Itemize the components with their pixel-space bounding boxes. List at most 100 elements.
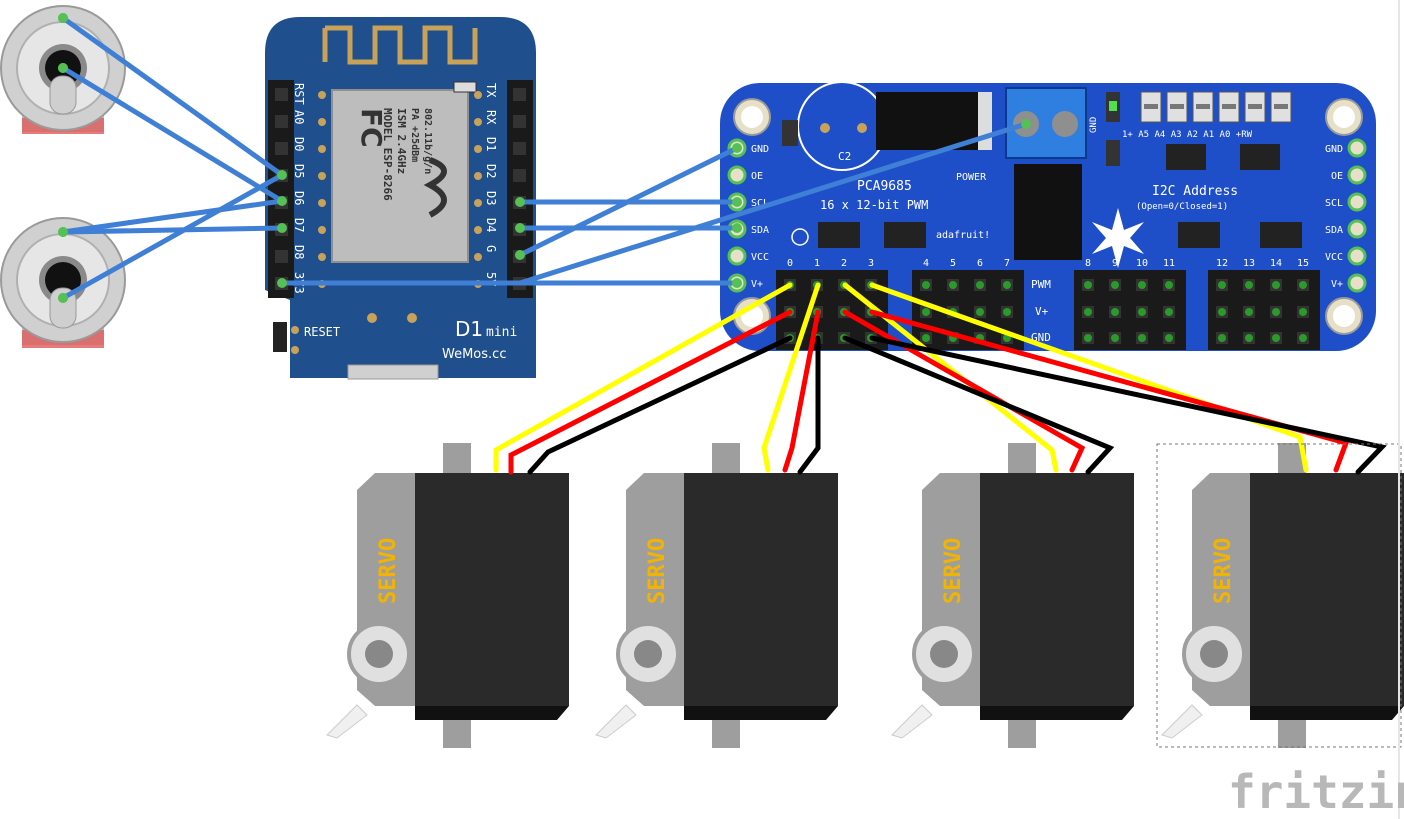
wemos-left-pin-label: D6 [292,191,306,205]
pca-channel-label: 14 [1270,258,1282,269]
wemos-pin-d8 [275,250,288,263]
adafruit-flower-icon [1092,208,1144,268]
header-pin-dot [922,281,930,289]
servo3-signal-wire [842,282,1059,473]
wemos-pin-tx [513,88,526,101]
pca-channel-label: 5 [950,258,956,269]
address-jumper-gap [1222,104,1236,109]
wire-pot1-wiper-d5 [60,15,285,178]
header-pin-dot [1245,308,1253,316]
header-pin-dot [1272,308,1280,316]
servo1-signal-wire [493,282,793,473]
wemos-pad [474,253,482,261]
pca-right-pin-label: SCL [1325,198,1343,209]
header-pin-dot [1272,334,1280,342]
wemos-pad [318,145,326,153]
servo-label: SERVO [376,538,401,604]
pca-channel-label: 0 [787,258,793,269]
wemos-fc-mark: FC [355,108,388,148]
header-pin-dot [1299,281,1307,289]
header-pin-dot [1138,308,1146,316]
pca-row-pwm: PWM [1031,278,1051,291]
servo-body [684,473,838,706]
pca-right-pin-label: OE [1331,171,1343,182]
pca-left-pin-label: V+ [751,279,763,290]
wemos-pad [474,172,482,180]
servo-motor-1: SERVO [326,443,569,748]
wire-endpoint [1021,119,1031,129]
servo-motor-2: SERVO [595,443,838,748]
pca-chip-name: PCA9685 [857,179,912,194]
header-pin-dot [1299,334,1307,342]
pca-left-pin-label: OE [751,171,763,182]
header-pin-dot [976,308,984,316]
servo3-ground-wire [842,335,1115,475]
wemos-pin-d0 [275,142,288,155]
wemos-pin-d2 [513,169,526,182]
pca-channel-label: 2 [841,258,847,269]
pca-channel-label: 13 [1243,258,1255,269]
header-pin-dot [1218,334,1226,342]
wire-endpoint [277,223,287,233]
header-pin-dot [976,281,984,289]
wemos-right-pin-label: TX [484,83,498,98]
servo-top-tab [443,443,471,473]
header-pin-dot [1299,308,1307,316]
fritzing-watermark: fritzing [1228,765,1404,819]
wemos-right-pin-label: RX [484,110,498,125]
wemos-right-pin-label: D2 [484,164,498,178]
wemos-left-pin-label: D8 [292,245,306,259]
header-pin-dot [1084,281,1092,289]
wire-endpoint [58,293,68,303]
servo-arm [1161,704,1203,739]
wemos-left-pin-label: D5 [292,164,306,178]
servo-horn-hole [634,640,662,668]
pca-right-pad-sda [1347,219,1367,239]
potentiometer-bottom [0,217,126,348]
pca-address-jumper-labels: 1+ A5 A4 A3 A2 A1 A0 +RW [1122,130,1253,140]
wiring [58,13,1387,475]
header-pin-dot [922,334,930,342]
address-jumper-gap [1248,104,1262,109]
pca-right-pad-vcc [1347,246,1367,266]
servo-horn-hole [1200,640,1228,668]
servo-motor-4: SERVO [1161,443,1404,748]
wemos-module-line-3: PA +25dBm [409,108,420,162]
header-pin-dot [1245,334,1253,342]
servo2-power-wire [782,309,821,473]
servo-body-shadow [1250,706,1404,720]
servo4-signal-wire [869,282,1309,473]
wire-g-gnd [517,145,740,258]
wire-endpoint [732,197,742,207]
pca-address-subtitle: (Open=0/Closed=1) [1136,202,1228,212]
servo-body-shadow [980,706,1134,720]
wemos-module-line-4: 802.11b/g/n [422,108,433,174]
pca-power-label: POWER [956,172,987,183]
servo-label: SERVO [1211,538,1236,604]
pca-channel-label: 10 [1136,258,1148,269]
servo-arm [326,704,368,739]
antenna-trace [322,25,478,65]
wemos-pin-rx [513,115,526,128]
pca-left-pin-label: SCL [751,198,769,209]
wire-5v-terminal [517,121,1029,286]
wemos-left-pin-label: D7 [292,218,306,232]
pca-channel-label: 6 [977,258,983,269]
servo-top-tab [712,443,740,473]
pca-right-pin-label: GND [1325,144,1343,155]
pca-channel-label: 4 [923,258,929,269]
header-pin-dot [1084,308,1092,316]
servo-label: SERVO [941,538,966,604]
wire-endpoint [732,143,742,153]
wemos-board-suffix: mini [486,325,517,340]
wemos-pad [474,91,482,99]
pca-left-pin-label: GND [751,144,769,155]
pca-channel-label: 8 [1085,258,1091,269]
wemos-left-pin-label: RST [292,83,306,105]
wemos-pin-a0 [275,115,288,128]
wemos-left-pin-label: A0 [292,110,306,124]
header-pin-dot [922,308,930,316]
header-pin-dot [1138,281,1146,289]
wire-endpoint [515,223,525,233]
header-pin-dot [1165,308,1173,316]
